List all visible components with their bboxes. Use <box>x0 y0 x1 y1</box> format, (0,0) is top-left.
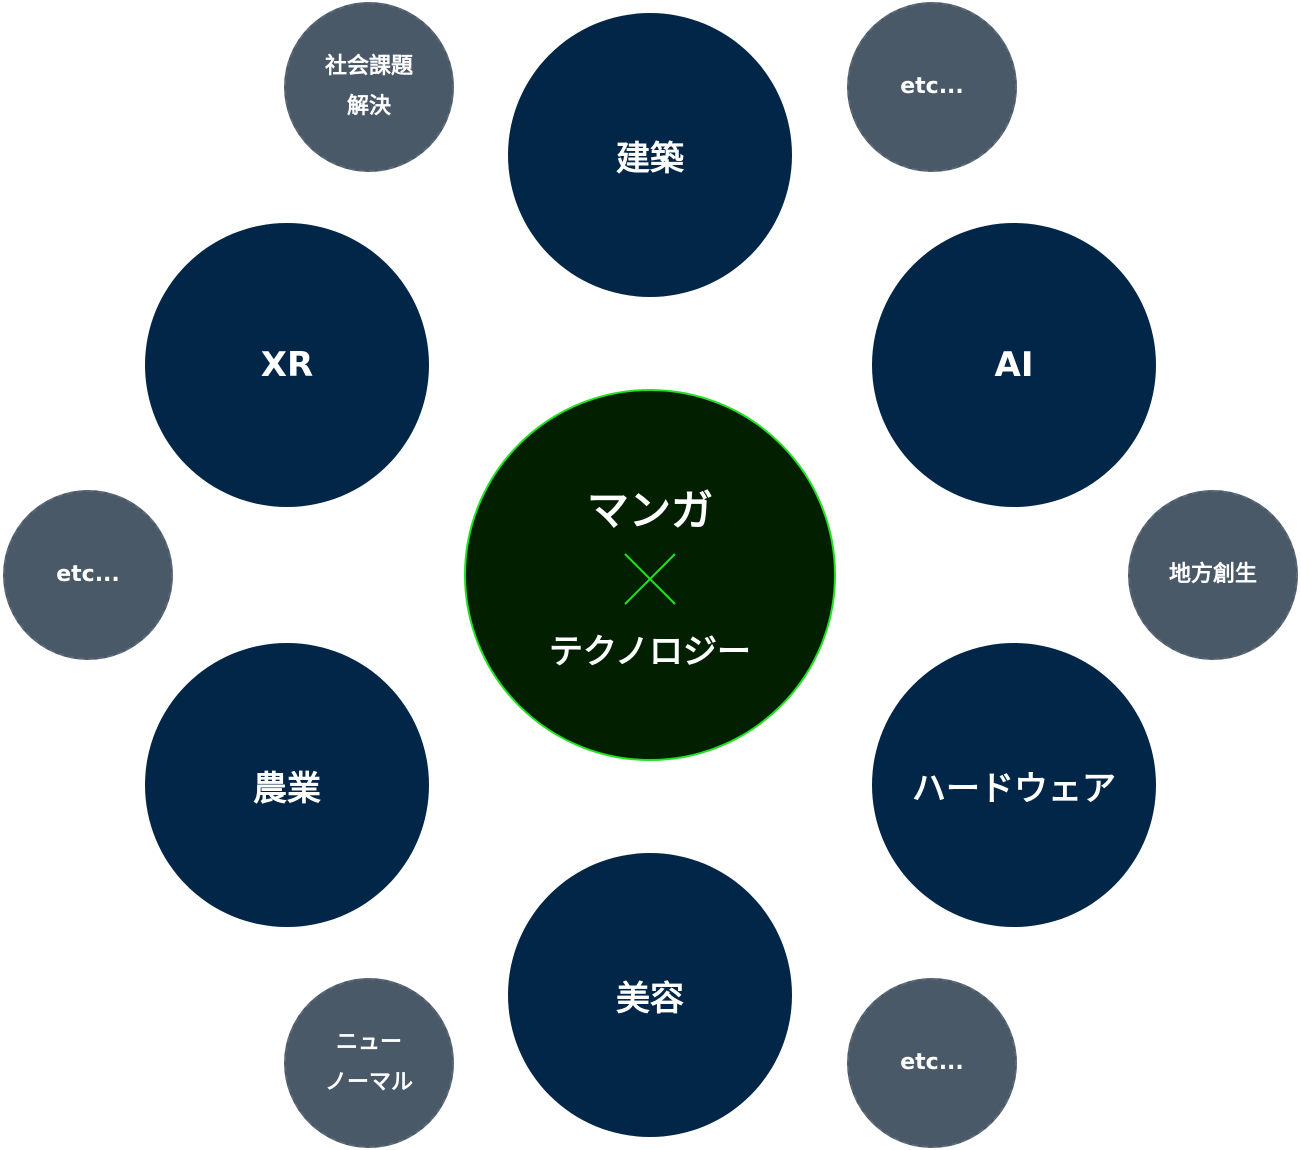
subtopic-label: ノーマル <box>324 1070 413 1095</box>
topic-label: 美容 <box>616 978 684 1019</box>
topic-ai: AI <box>872 223 1156 507</box>
topic-label: XR <box>260 345 314 385</box>
topic-xr: XR <box>145 223 429 507</box>
topic-label: 建築 <box>616 138 684 179</box>
center-circle-manga-technology: マンガ テクノロジー <box>464 389 836 761</box>
subtopic-etc-top: etc... <box>847 2 1017 172</box>
topic-label: ハードウェア <box>912 768 1116 809</box>
center-subtitle: テクノロジー <box>549 632 751 672</box>
subtopic-new-normal: ニュー ノーマル <box>284 978 454 1148</box>
topic-label: 農業 <box>253 768 321 809</box>
cross-icon <box>624 553 676 605</box>
topic-architecture: 建築 <box>508 13 792 297</box>
subtopic-etc-bottom: etc... <box>847 978 1017 1148</box>
subtopic-label: etc... <box>900 1050 964 1075</box>
topic-label: AI <box>994 345 1034 385</box>
topic-beauty: 美容 <box>508 853 792 1137</box>
subtopic-label: etc... <box>900 74 964 99</box>
subtopic-social-issues: 社会課題 解決 <box>284 2 454 172</box>
subtopic-regional-revitalization: 地方創生 <box>1128 490 1298 660</box>
topic-agriculture: 農業 <box>145 643 429 927</box>
subtopic-label: 地方創生 <box>1168 562 1257 587</box>
topic-hardware: ハードウェア <box>872 643 1156 927</box>
subtopic-label: 解決 <box>346 94 391 119</box>
subtopic-etc-left: etc... <box>3 490 173 660</box>
center-title: マンガ <box>586 486 713 535</box>
subtopic-label: etc... <box>56 562 120 587</box>
subtopic-label: 社会課題 <box>324 54 413 79</box>
subtopic-label: ニュー <box>335 1030 402 1055</box>
